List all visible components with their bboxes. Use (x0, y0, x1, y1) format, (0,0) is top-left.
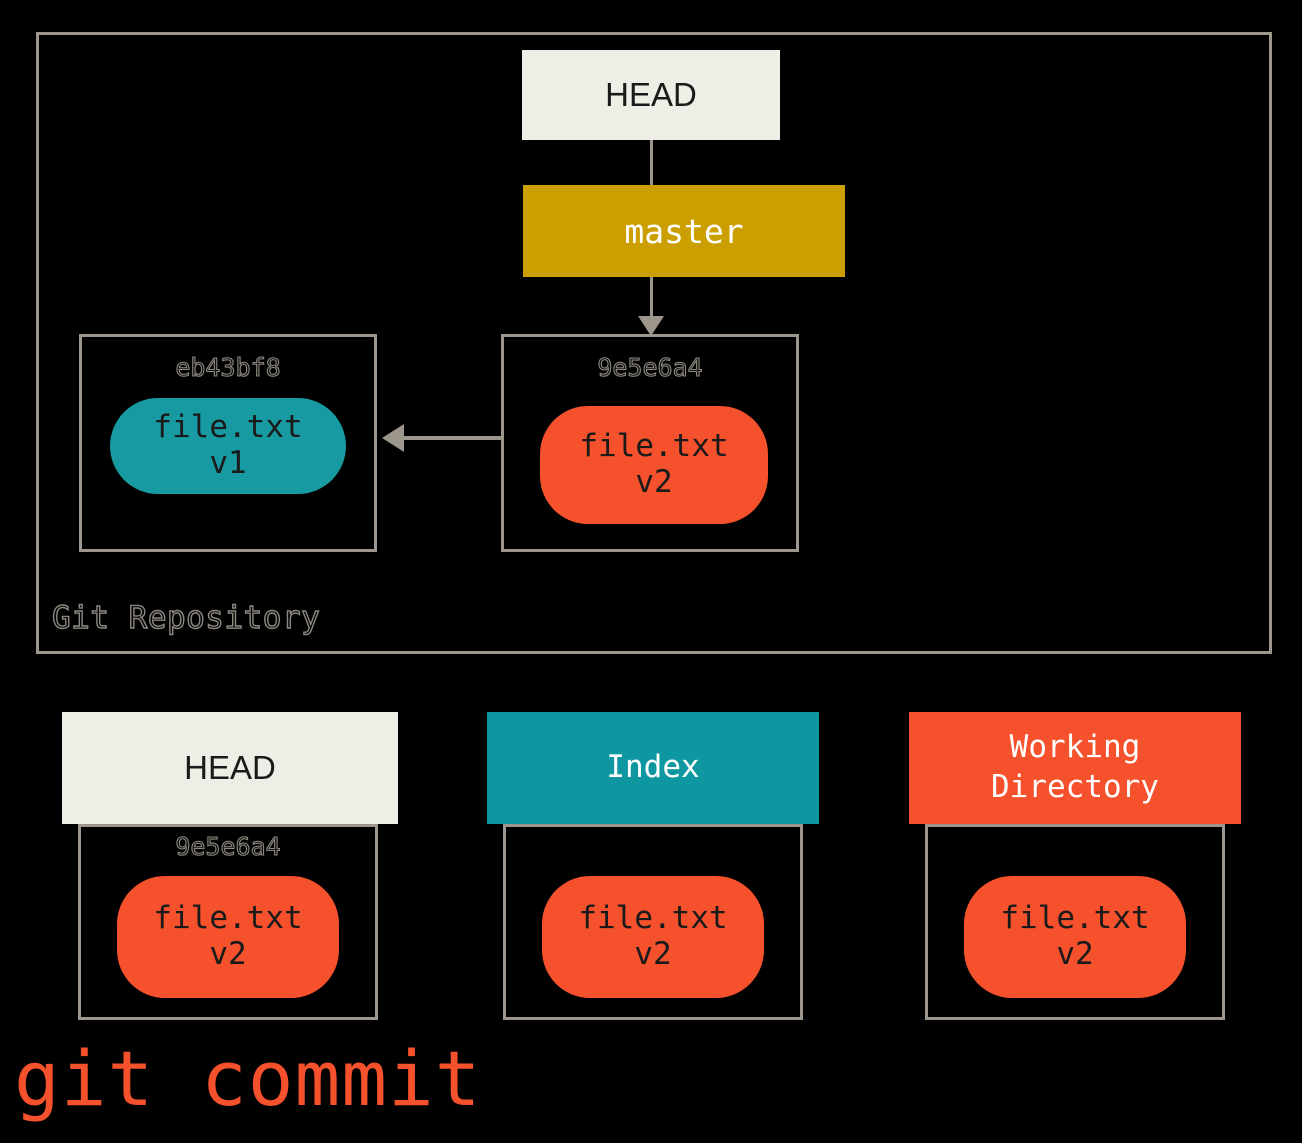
file-blob-index-area-version: v2 (634, 936, 672, 972)
area-working-directory-label-line1: Working (1009, 729, 1141, 766)
area-working-directory-label-line2: Directory (991, 769, 1159, 805)
git-repository-label: Git Repository (51, 599, 321, 636)
area-index-label: Index (606, 749, 700, 786)
connector-master-to-commit (650, 277, 653, 319)
commit-hash-9e5e6a4: 9e5e6a4 (597, 352, 703, 382)
commit-box-9e5e6a4: 9e5e6a4 (501, 334, 799, 552)
file-blob-v1-version: v1 (209, 445, 247, 481)
file-blob-index-area-name: file.txt (578, 900, 728, 937)
area-head-label: HEAD (184, 748, 276, 786)
area-index-body (503, 824, 803, 1020)
git-repository-frame (36, 32, 1272, 654)
file-blob-v2-repository-name: file.txt (579, 428, 729, 465)
file-blob-index-area: file.txt v2 (542, 876, 764, 998)
area-head-hash: 9e5e6a4 (175, 831, 281, 861)
file-blob-head-area: file.txt v2 (117, 876, 339, 998)
repository-head-label: HEAD (605, 76, 697, 113)
connector-commit-parent (404, 436, 504, 440)
file-blob-working-directory-area-name: file.txt (1000, 900, 1150, 937)
file-blob-head-area-name: file.txt (153, 900, 303, 937)
file-blob-v1-name: file.txt (153, 409, 303, 446)
area-head-body (78, 824, 378, 1020)
area-working-directory-header: Working Directory (909, 712, 1241, 824)
area-index-header: Index (487, 712, 819, 824)
connector-head-to-master (650, 140, 653, 186)
file-blob-head-area-version: v2 (209, 936, 247, 972)
file-blob-working-directory-area-version: v2 (1056, 936, 1094, 972)
arrow-left-icon (382, 424, 404, 452)
arrow-down-icon (638, 316, 664, 336)
repository-master-branch-label: master (624, 211, 744, 251)
commit-box-eb43bf8: eb43bf8 (79, 334, 377, 552)
repository-head-box: HEAD (522, 50, 780, 140)
file-blob-working-directory-area: file.txt v2 (964, 876, 1186, 998)
area-head-header: HEAD (62, 712, 398, 824)
file-blob-v2-repository-version: v2 (635, 464, 673, 500)
commit-hash-eb43bf8: eb43bf8 (175, 352, 281, 382)
area-working-directory-body (925, 824, 1225, 1020)
file-blob-v1: file.txt v1 (110, 398, 346, 494)
repository-master-branch-box: master (523, 185, 845, 277)
file-blob-v2-repository: file.txt v2 (540, 406, 768, 524)
diagram-caption: git commit (14, 1034, 482, 1123)
